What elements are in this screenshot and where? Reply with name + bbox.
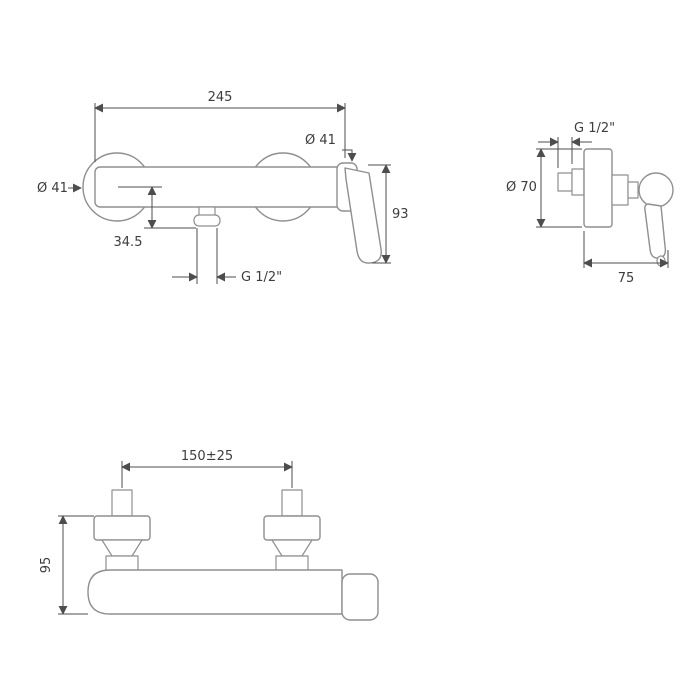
- bottom-spacing-label: 150±25: [181, 449, 233, 464]
- bottom-right-union: [263, 489, 321, 572]
- bottom-right-union-collar: [275, 555, 309, 572]
- side-handle-knob: [638, 172, 674, 208]
- bottom-left-union-flange: [93, 515, 151, 541]
- side-lever-tip: [656, 255, 666, 267]
- front-view: 245 Ø 41 Ø 41 93 34.5: [37, 90, 409, 285]
- front-dim-outlet-thread: G 1/2": [172, 228, 282, 285]
- side-depth-label: 75: [618, 271, 635, 286]
- bottom-dim-height: 95: [39, 515, 94, 615]
- side-inlet-thread-label: G 1/2": [574, 121, 615, 136]
- bottom-left-union: [93, 489, 151, 572]
- bottom-body: [87, 569, 343, 615]
- bottom-right-union-flange: [263, 515, 321, 541]
- front-width-label: 245: [208, 90, 233, 105]
- front-left-diameter-label: Ø 41: [37, 181, 68, 196]
- bottom-right-union-nut: [281, 489, 303, 517]
- front-outlet-thread-label: G 1/2": [241, 270, 282, 285]
- front-dim-width: 245: [94, 90, 346, 162]
- side-escutcheon-diameter-label: Ø 70: [506, 180, 537, 195]
- side-dim-depth: 75: [583, 231, 669, 286]
- side-inlet-pipe: [557, 172, 573, 192]
- side-dim-escutcheon-diameter: Ø 70: [506, 148, 582, 228]
- side-inlet-nut: [571, 168, 585, 196]
- front-dim-handle-height: 93: [368, 164, 409, 264]
- front-handle-lever: [344, 167, 382, 264]
- front-dim-handle-diameter: Ø 41: [305, 133, 357, 162]
- side-valve-body: [611, 174, 629, 206]
- front-handle-diameter-label: Ø 41: [305, 133, 336, 148]
- side-dim-inlet-thread: G 1/2": [538, 121, 615, 168]
- bottom-dim-spacing: 150±25: [121, 449, 293, 488]
- side-handle-lever: [644, 203, 667, 259]
- bottom-height-label: 95: [39, 557, 54, 574]
- bottom-left-union-taper: [101, 539, 143, 557]
- bottom-right-union-taper: [271, 539, 313, 557]
- front-outlet-offset-label: 34.5: [114, 235, 143, 250]
- bottom-left-union-collar: [105, 555, 139, 572]
- front-dim-outlet-offset: 34.5: [114, 186, 196, 250]
- side-view: G 1/2" Ø 70 75: [506, 121, 674, 286]
- bottom-view: 150±25 95: [39, 449, 379, 621]
- front-outlet-collar: [193, 214, 221, 227]
- bottom-left-union-nut: [111, 489, 133, 517]
- side-escutcheon-plate: [583, 148, 613, 228]
- front-dim-left-diameter: Ø 41: [37, 181, 82, 196]
- side-valve-neck: [627, 181, 639, 199]
- bottom-valve-housing: [341, 573, 379, 621]
- front-handle-height-label: 93: [392, 207, 409, 222]
